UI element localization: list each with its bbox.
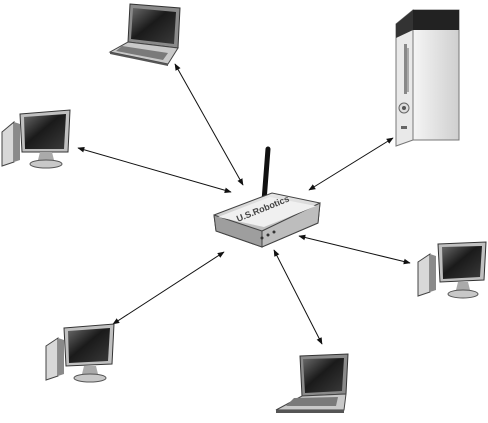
connection-arrow-console [308, 137, 394, 191]
connections [77, 63, 411, 345]
wireless-router-icon: U.S.Robotics [213, 146, 321, 248]
connection-arrow-laptop-top [174, 63, 244, 186]
laptop-icon [275, 353, 349, 413]
connection-arrow-desktop-right [298, 234, 411, 265]
connection-arrow-desktop-left [77, 147, 232, 193]
game-console-icon [395, 8, 460, 147]
desktop-computer-icon [45, 323, 115, 383]
laptop-icon [108, 3, 181, 66]
connection-arrow-laptop-bottom [273, 249, 323, 345]
connection-arrow-desktop-bottom-left [112, 251, 225, 325]
desktop-computer-icon [417, 241, 487, 299]
desktop-computer-icon [1, 109, 71, 169]
